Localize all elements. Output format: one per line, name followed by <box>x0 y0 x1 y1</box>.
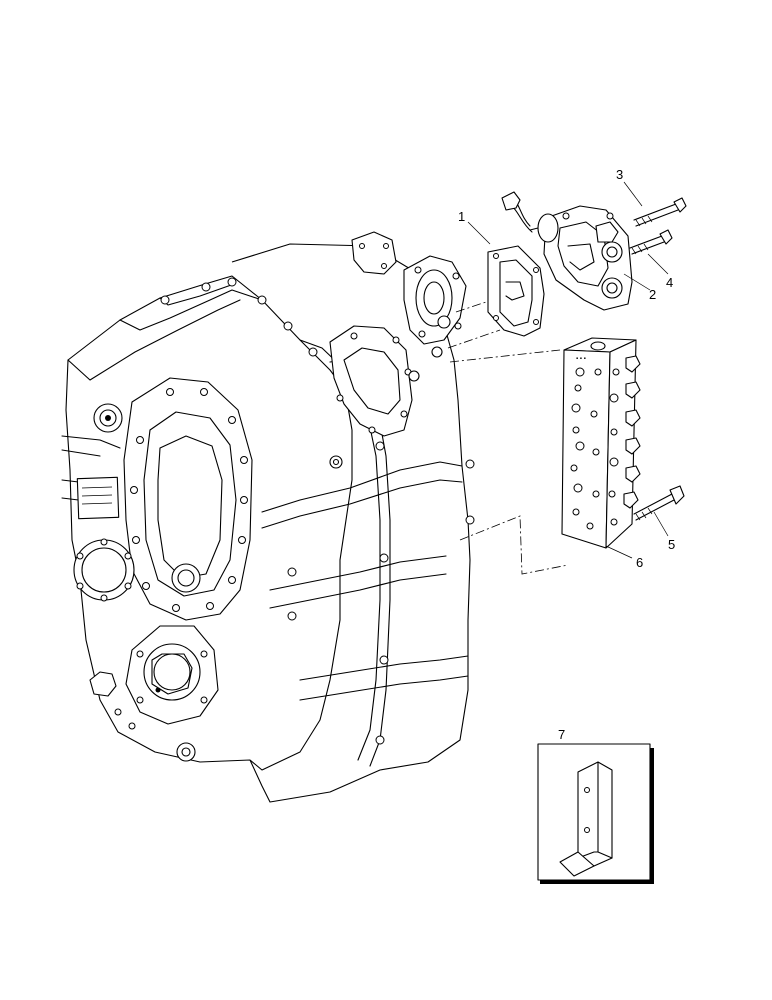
callouts: 1 2 3 4 5 6 7 <box>458 167 675 742</box>
callout-3: 3 <box>616 167 623 182</box>
bolt-5 <box>633 485 685 521</box>
gasket <box>487 245 545 337</box>
leader-lines <box>467 181 669 559</box>
bolt-long <box>633 197 687 227</box>
control-valve-block: ▪ ▪ ▪ <box>561 337 641 549</box>
callout-5: 5 <box>668 537 675 552</box>
svg-text:▪ ▪ ▪: ▪ ▪ ▪ <box>576 356 586 362</box>
solenoid-valve <box>501 191 633 311</box>
callout-4: 4 <box>666 275 673 290</box>
callout-2: 2 <box>649 287 656 302</box>
alignment-lines <box>447 299 569 575</box>
callout-6: 6 <box>636 555 643 570</box>
callout-1: 1 <box>458 209 465 224</box>
bracket-inset <box>537 743 654 884</box>
bolt-short <box>629 229 673 255</box>
callout-7: 7 <box>558 727 565 742</box>
transmission-housing <box>61 231 475 803</box>
